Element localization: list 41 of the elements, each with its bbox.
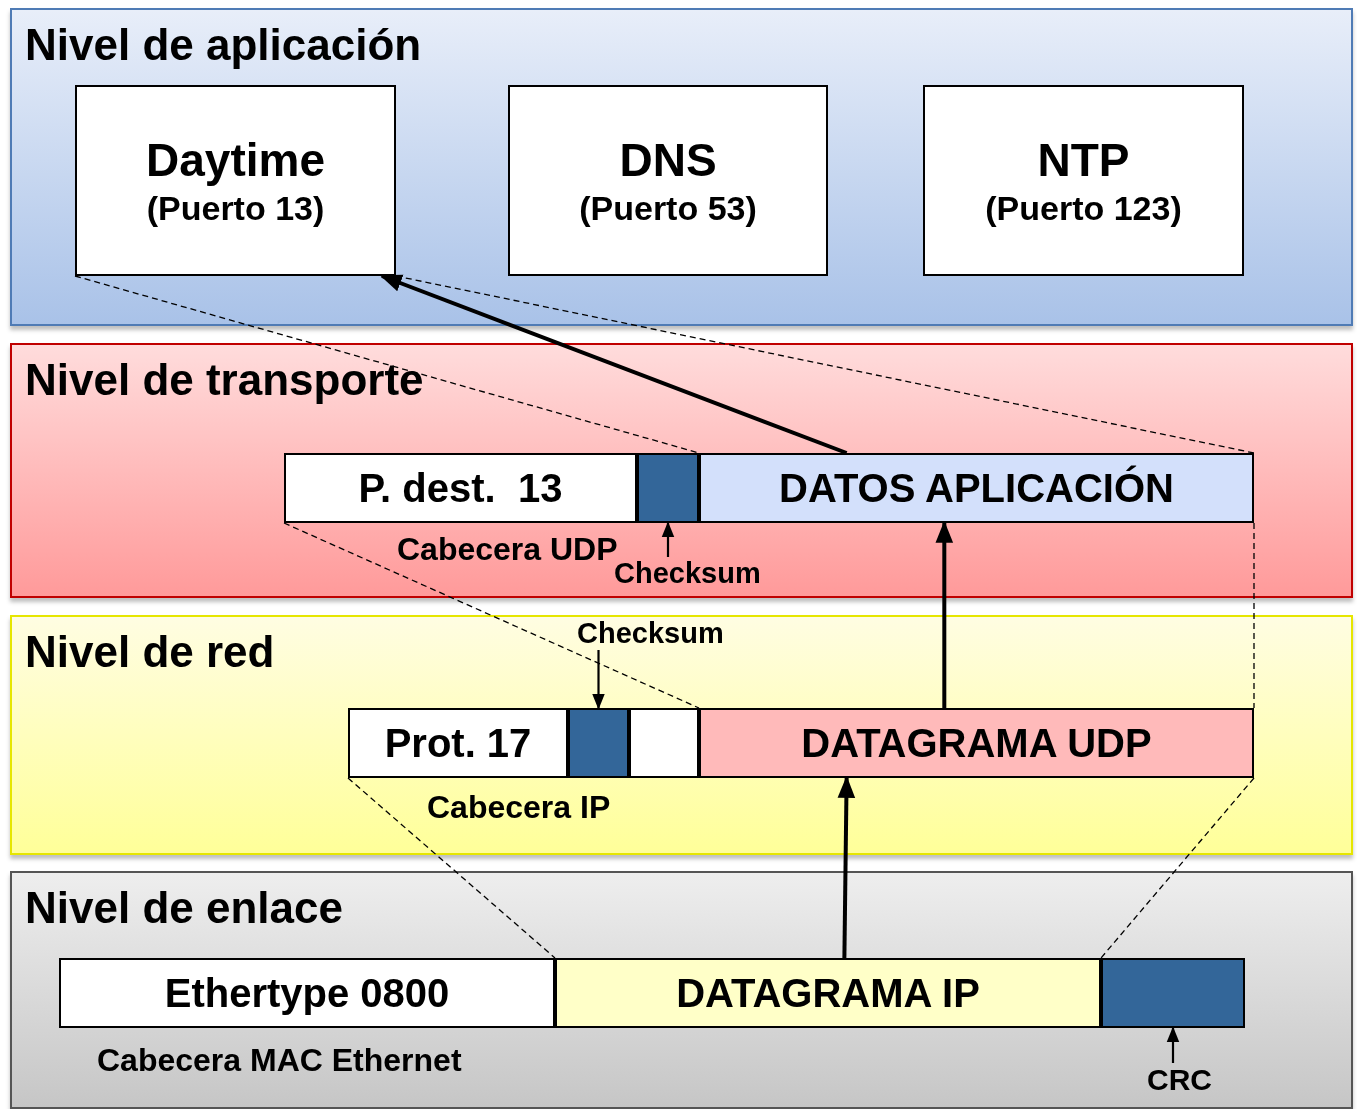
leader-arrow [661, 521, 675, 557]
port-number: (Puerto 13) [146, 187, 325, 229]
encapsulation-line [347, 777, 556, 959]
packet-field [637, 453, 699, 523]
port-number: (Puerto 123) [985, 187, 1182, 229]
protocol-name: Daytime [146, 132, 325, 188]
layer-title: Nivel de enlace [25, 883, 343, 933]
packet-field: DATAGRAMA UDP [699, 708, 1254, 778]
packet-field: P. dest. 13 [284, 453, 637, 523]
protocol-box [508, 85, 828, 276]
packet-field [568, 708, 629, 778]
arrow [379, 274, 848, 455]
layer-band [10, 615, 1353, 855]
packet-field: DATAGRAMA IP [555, 958, 1101, 1028]
packet-field [629, 708, 699, 778]
layer-title: Nivel de transporte [25, 355, 424, 405]
header-caption: Cabecera IP [427, 789, 611, 826]
packet-field: DATOS APLICACIÓN [699, 453, 1254, 523]
encapsulation-line [1253, 522, 1255, 709]
layer-title: Nivel de red [25, 627, 275, 677]
leader-arrow [592, 650, 605, 710]
layer-title: Nivel de aplicación [25, 20, 422, 70]
layer-band [10, 343, 1353, 598]
packet-field: Ethertype 0800 [59, 958, 555, 1028]
protocol-box [923, 85, 1244, 276]
layer-band [10, 8, 1353, 326]
field-label: CRC [1147, 1063, 1212, 1097]
layer-band [10, 871, 1353, 1109]
encapsulation-line [1100, 777, 1255, 959]
protocol-box [75, 85, 396, 276]
protocol-name: NTP [1037, 132, 1130, 188]
arrow [837, 775, 856, 959]
header-caption: Cabecera MAC Ethernet [97, 1042, 462, 1079]
packet-field [1101, 958, 1245, 1028]
arrow [935, 520, 954, 708]
leader-arrow [1166, 1026, 1180, 1063]
packet-field: Prot. 17 [348, 708, 568, 778]
port-number: (Puerto 53) [579, 187, 757, 229]
field-label: Checksum [577, 617, 724, 650]
protocol-name: DNS [619, 132, 717, 188]
encapsulation-line [283, 522, 700, 709]
